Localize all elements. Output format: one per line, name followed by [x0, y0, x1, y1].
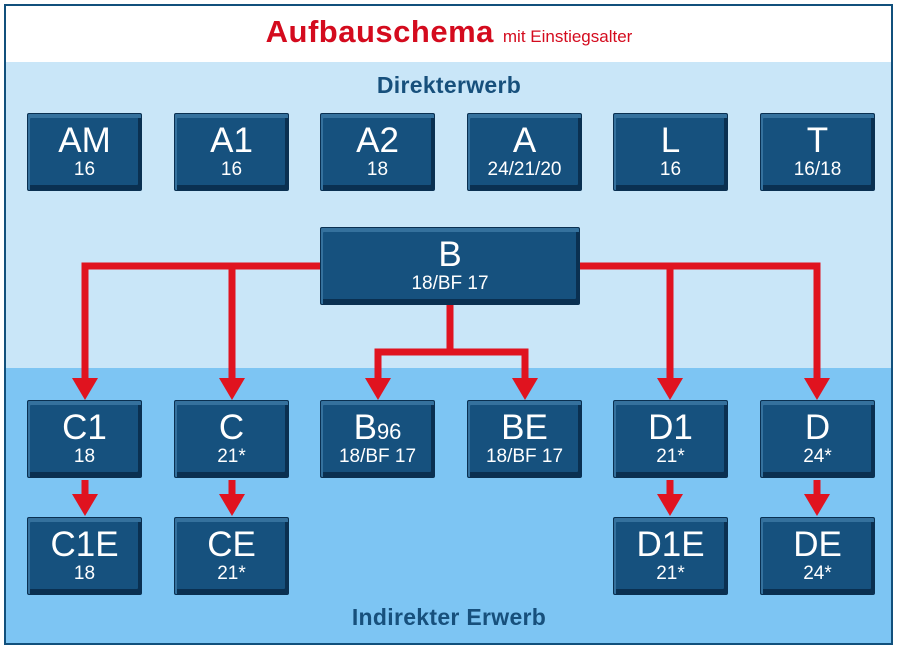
node-a-label: A	[512, 120, 537, 160]
node-a2-label: A2	[356, 120, 399, 160]
node-a: A 24/21/20	[467, 113, 582, 191]
node-a1-label: A1	[210, 120, 253, 160]
node-d1e-age: 21*	[656, 563, 685, 585]
connector-b-middle	[374, 303, 529, 380]
node-de: DE 24*	[760, 517, 875, 595]
node-b96-label: B96	[353, 407, 402, 447]
arrowhead-b96	[365, 378, 391, 400]
node-d1-age: 21*	[656, 446, 685, 468]
node-c1-label: C1	[62, 407, 107, 447]
connector-b-left	[81, 262, 322, 380]
node-b96: B96 18/BF 17	[320, 400, 435, 478]
node-c: C 21*	[174, 400, 289, 478]
node-b96-age: 18/BF 17	[338, 446, 417, 468]
node-ce-age: 21*	[217, 563, 246, 585]
node-c1e-age: 18	[73, 563, 96, 585]
node-a-age: 24/21/20	[487, 159, 562, 181]
node-c1-age: 18	[73, 446, 96, 468]
indirect-acquisition-band	[6, 368, 892, 644]
arrowhead-c1e	[72, 494, 98, 516]
node-a1: A1 16	[174, 113, 289, 191]
arrowhead-d1e	[657, 494, 683, 516]
node-be-label: BE	[501, 407, 548, 447]
node-am: AM 16	[27, 113, 142, 191]
node-l: L 16	[613, 113, 728, 191]
node-t-age: 16/18	[793, 159, 842, 181]
diagram-title: Aufbauschema mit Einstiegsalter	[0, 14, 898, 50]
node-c1e: C1E 18	[27, 517, 142, 595]
arrowhead-be	[512, 378, 538, 400]
node-b-label: B	[438, 234, 462, 274]
node-am-label: AM	[58, 120, 111, 160]
node-c1e-label: C1E	[50, 524, 119, 564]
node-ce-label: CE	[207, 524, 256, 564]
section-label-direkterwerb: Direkterwerb	[376, 72, 522, 98]
node-d1e-label: D1E	[636, 524, 705, 564]
node-a2: A2 18	[320, 113, 435, 191]
node-be-age: 18/BF 17	[485, 446, 564, 468]
connector-b-right	[578, 262, 821, 380]
arrowhead-ce	[219, 494, 245, 516]
title-subtitle: mit Einstiegsalter	[502, 27, 633, 46]
node-d1: D1 21*	[613, 400, 728, 478]
node-a1-age: 16	[220, 159, 243, 181]
node-b-age: 18/BF 17	[411, 273, 489, 295]
node-a2-age: 18	[366, 159, 389, 181]
node-l-age: 16	[659, 159, 682, 181]
node-be: BE 18/BF 17	[467, 400, 582, 478]
node-c-label: C	[218, 407, 245, 447]
node-d1-label: D1	[648, 407, 693, 447]
node-c1: C1 18	[27, 400, 142, 478]
node-b: B 18/BF 17	[320, 227, 580, 305]
arrowhead-c1	[72, 378, 98, 400]
node-de-label: DE	[793, 524, 842, 564]
node-d-label: D	[804, 407, 831, 447]
title-main: Aufbauschema	[265, 14, 494, 49]
node-t: T 16/18	[760, 113, 875, 191]
node-t-label: T	[806, 120, 829, 160]
arrowhead-d1	[657, 378, 683, 400]
node-d: D 24*	[760, 400, 875, 478]
node-am-age: 16	[73, 159, 96, 181]
node-ce: CE 21*	[174, 517, 289, 595]
arrowhead-de	[804, 494, 830, 516]
node-de-age: 24*	[803, 563, 832, 585]
arrowhead-c	[219, 378, 245, 400]
arrowhead-d	[804, 378, 830, 400]
section-label-indirekter-erwerb: Indirekter Erwerb	[351, 604, 547, 630]
node-d-age: 24*	[803, 446, 832, 468]
node-d1e: D1E 21*	[613, 517, 728, 595]
node-c-age: 21*	[217, 446, 246, 468]
node-l-label: L	[660, 120, 681, 160]
